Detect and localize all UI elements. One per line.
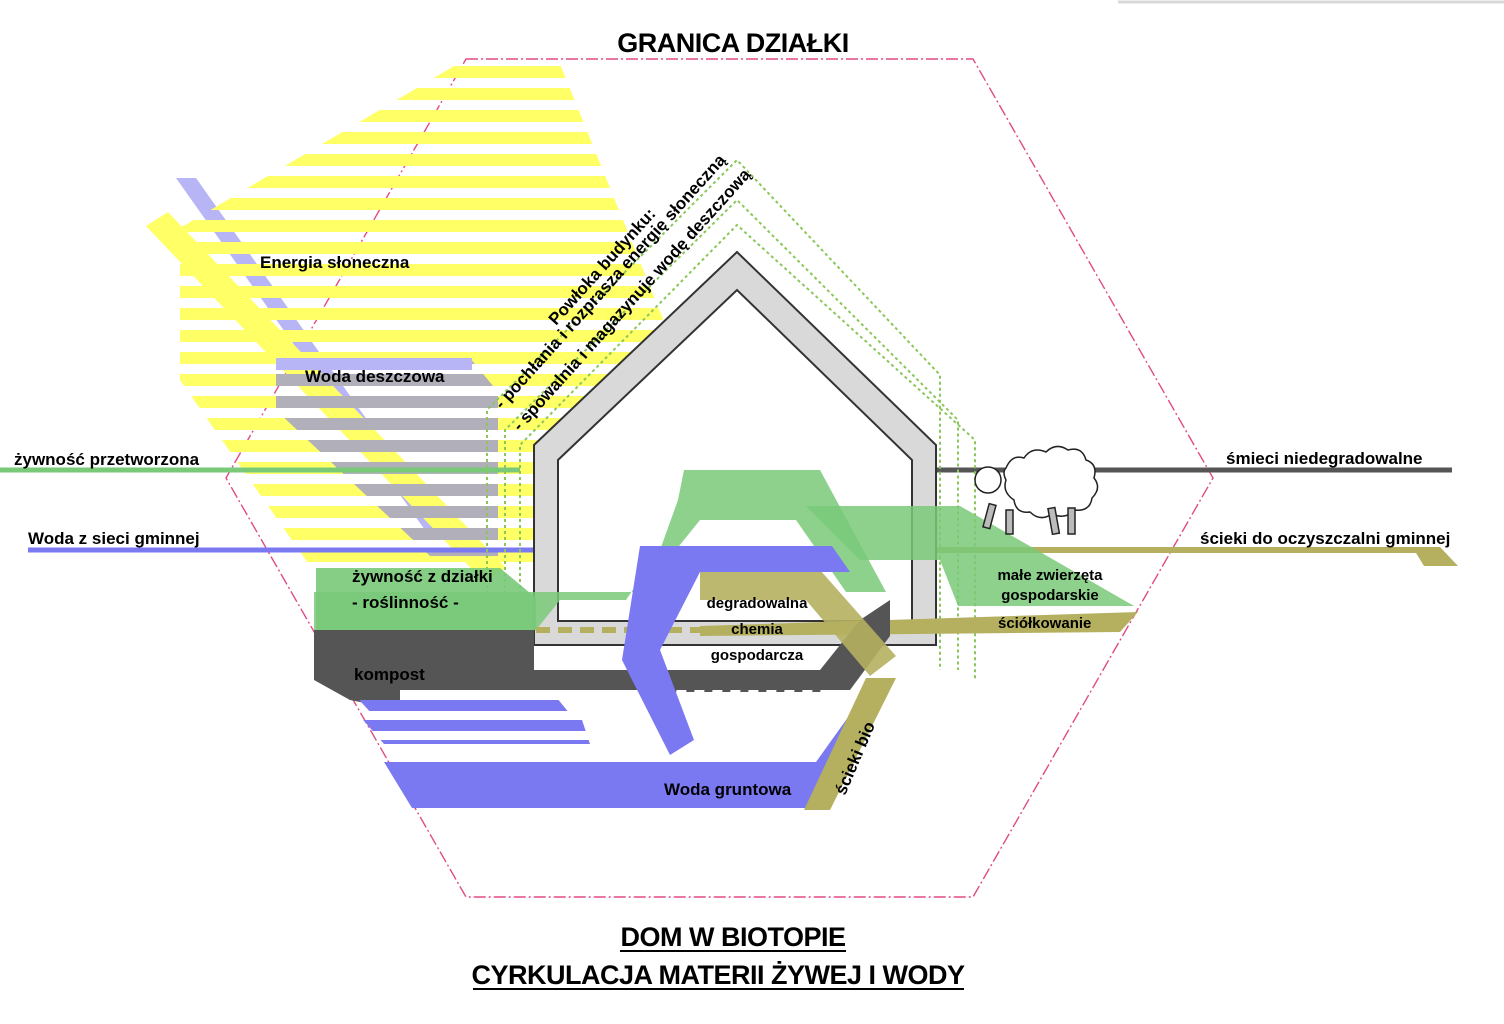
bio-sewage-band xyxy=(804,678,896,810)
plot-food-band xyxy=(314,470,886,630)
degradable-chemistry-band xyxy=(700,570,896,676)
title-dom-w-biotopie: DOM W BIOTOPIE xyxy=(620,922,845,952)
label-nondegradable-waste: śmieci niedegradowalne xyxy=(1226,449,1423,468)
title-plot-boundary: GRANICA DZIAŁKI xyxy=(617,28,848,58)
label-municipal-sewage: ścieki do oczyszczalni gminnej xyxy=(1200,529,1450,548)
label-compost: kompost xyxy=(354,665,425,684)
label-rain-water: Woda deszczowa xyxy=(305,367,445,386)
compost-right xyxy=(640,600,890,690)
animals-band xyxy=(806,506,1134,606)
compost-band xyxy=(314,630,640,710)
label-small-animals-2: gospodarskie xyxy=(1001,587,1099,604)
label-mulching: ściółkowanie xyxy=(998,615,1091,632)
label-plot-food-2: - roślinność - xyxy=(352,593,459,612)
rain-water-band xyxy=(276,358,498,556)
sheep-icon xyxy=(974,445,1099,536)
label-degradable-2: chemia xyxy=(731,621,783,638)
label-solar-energy: Energia słoneczna xyxy=(260,253,410,272)
envelope-line-outer xyxy=(486,158,941,670)
compost-slashes xyxy=(660,670,830,692)
plot-food-left xyxy=(316,568,536,630)
label-mains-water: Woda z sieci gminnej xyxy=(28,529,200,548)
label-degradable-3: gospodarcza xyxy=(711,647,804,664)
title-cyrkulacja: CYRKULACJA MATERII ŻYWEJ I WODY xyxy=(471,960,964,990)
rain-water-top xyxy=(276,358,472,370)
groundwater-band xyxy=(384,678,892,808)
label-processed-food: żywność przetworzona xyxy=(14,450,200,469)
groundwater-stripes-2 xyxy=(358,714,590,744)
label-degradable-1: degradowalna xyxy=(707,595,809,612)
label-plot-food-1: żywność z działki xyxy=(352,567,493,586)
label-small-animals-1: małe zwierzęta xyxy=(997,567,1103,584)
label-groundwater: Woda gruntowa xyxy=(664,780,792,799)
plot-boundary-hexagon xyxy=(225,58,1214,898)
groundwater-pipe xyxy=(622,546,850,755)
groundwater-stripes-1 xyxy=(352,692,570,714)
